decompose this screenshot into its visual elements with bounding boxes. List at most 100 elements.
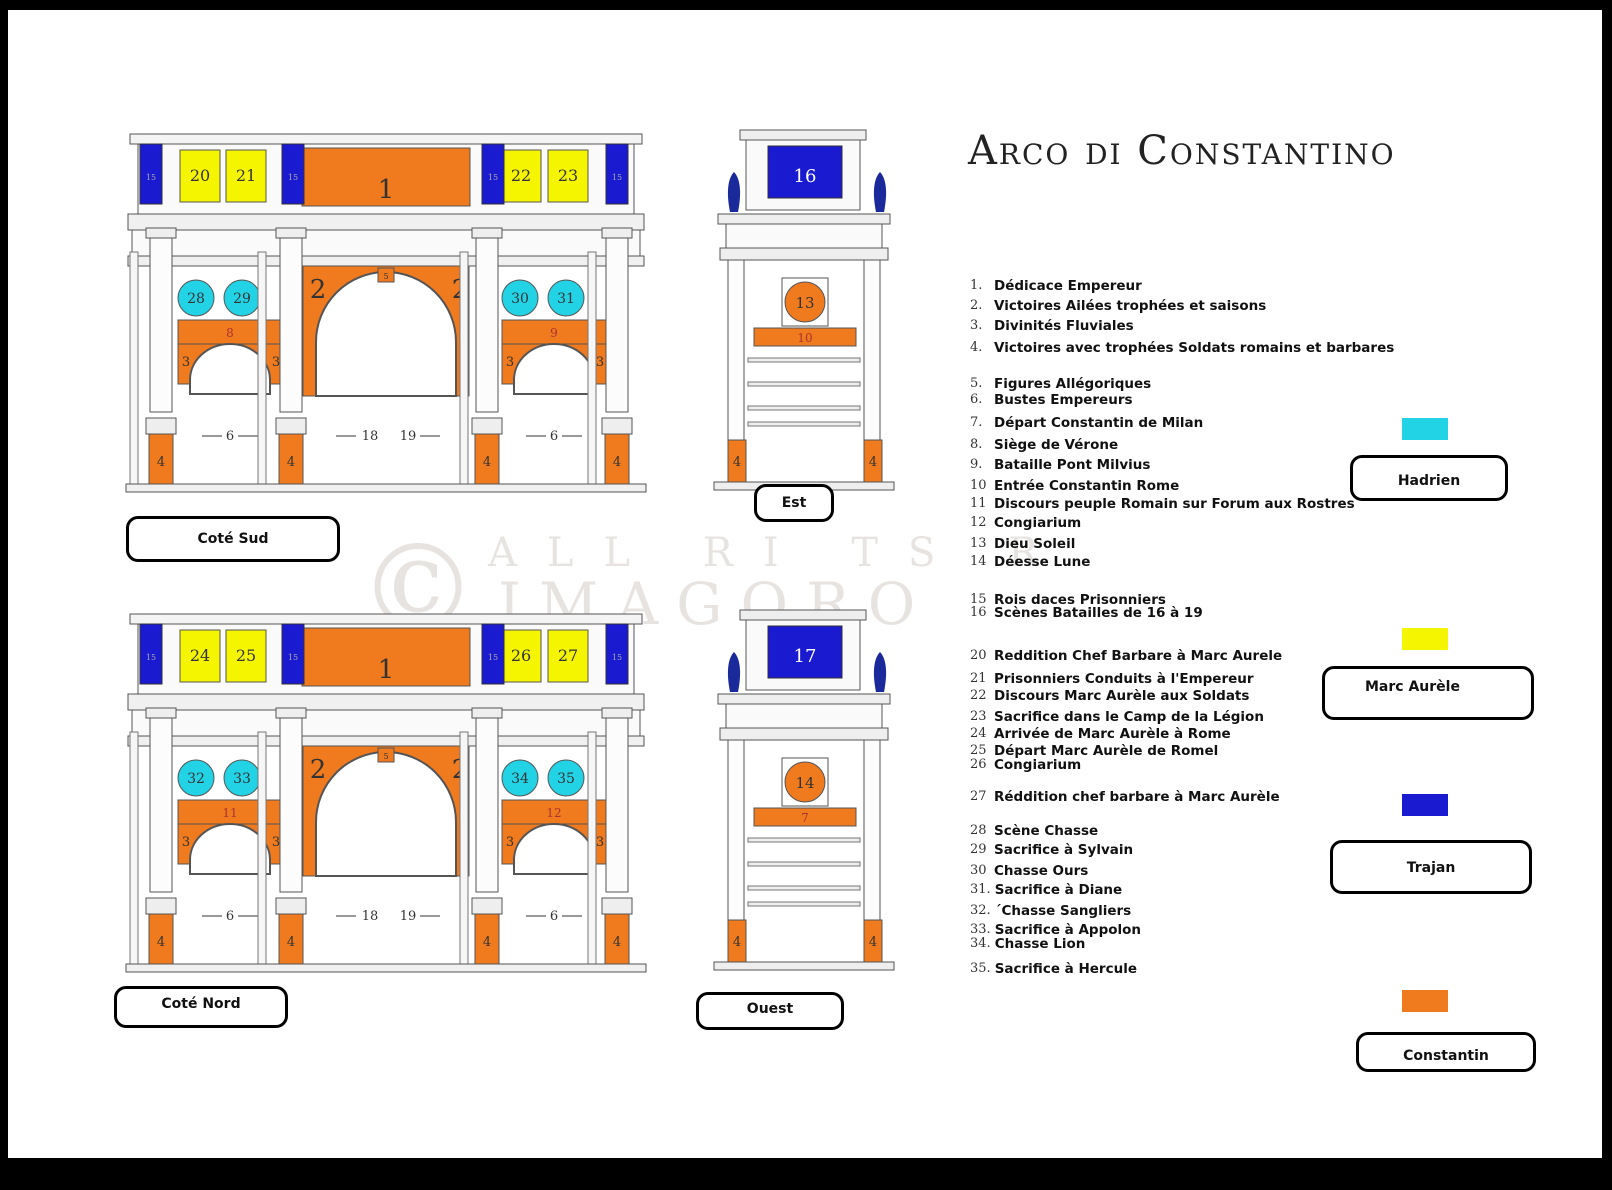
legend-text: Divinités Fluviales: [994, 318, 1134, 334]
label-4: 4: [613, 455, 621, 470]
column-base: [145, 897, 177, 915]
column: [863, 259, 881, 441]
column-capital: [145, 227, 177, 239]
roundel-number: 33: [233, 771, 251, 787]
roundel-number: 28: [187, 291, 205, 307]
cornice-low: [719, 247, 889, 261]
column-base: [471, 417, 503, 435]
frieze-number: 10: [797, 331, 812, 345]
column: [279, 711, 303, 893]
legend-number: 10: [970, 478, 987, 493]
label-1: 1: [378, 175, 395, 205]
roundel-number: 30: [511, 291, 529, 307]
legend-text: Départ Marc Aurèle de Romel: [994, 743, 1219, 759]
statue: [727, 652, 741, 692]
facade-south: 1202122231515151522528298336303193364444…: [125, 133, 647, 493]
legend-number: 30: [970, 863, 987, 878]
legend-number: 35.: [970, 961, 991, 976]
facade-north: 1242526271515151522532331133634351233644…: [125, 613, 647, 973]
label-5: 5: [383, 272, 388, 281]
roundel-number: 14: [795, 774, 814, 792]
label-4: 4: [157, 455, 165, 470]
legend-number: 33.: [970, 922, 991, 937]
statue: [873, 172, 887, 212]
legend-number: 20: [970, 648, 987, 663]
label-4: 4: [483, 455, 491, 470]
attic-relief: [179, 149, 221, 203]
legend-number: 13: [970, 536, 987, 551]
keystone: [377, 747, 395, 763]
label-est: Est: [754, 484, 834, 522]
label-cote-nord: Coté Nord: [114, 986, 288, 1028]
roundel-number: 34: [511, 771, 529, 787]
legend-number: 32.: [970, 903, 991, 918]
pedestal-relief: [148, 433, 174, 485]
label-4: 4: [613, 935, 621, 950]
label-constantin: Constantin: [1356, 1032, 1536, 1072]
legend-text: Figures Allégoriques: [994, 376, 1152, 392]
roundel-number: 32: [187, 771, 205, 787]
label-4: 4: [733, 935, 741, 950]
attic-relief-number: 23: [558, 166, 578, 185]
roundel-number: 13: [795, 294, 814, 312]
legend-text: Déesse Lune: [994, 554, 1091, 570]
legend-number: 34.: [970, 936, 991, 951]
label-4: 4: [287, 935, 295, 950]
frieze-number: 8: [226, 326, 234, 340]
entablature: [131, 229, 641, 257]
base-line: [125, 483, 647, 493]
legend-text: Arrivée de Marc Aurèle à Rome: [994, 726, 1231, 742]
label-3: 3: [272, 355, 280, 370]
entablature: [725, 703, 883, 729]
roundel-number: 31: [557, 291, 575, 307]
column: [605, 231, 629, 413]
frieze-number: 7: [801, 811, 809, 825]
attic-relief: [767, 145, 843, 199]
column-capital: [601, 707, 633, 719]
legend-text: Discours peuple Romain sur Forum aux Ros…: [994, 496, 1355, 512]
legend-item: 3. Divinités Fluviales: [970, 318, 1134, 334]
label-15: 15: [488, 653, 498, 662]
legend-number: 12: [970, 515, 987, 530]
legend-item: 33.Sacrifice à Appolon: [970, 922, 1141, 938]
label-4: 4: [733, 455, 741, 470]
column: [149, 231, 173, 413]
pier-edge: [129, 731, 139, 965]
label-3: 3: [182, 835, 190, 850]
swatch-constantin: [1402, 990, 1448, 1012]
roundel: [784, 761, 826, 803]
label-2: 2: [310, 755, 327, 785]
legend-text: Réddition chef barbare à Marc Aurèle: [994, 789, 1280, 805]
legend-item: 5. Figures Allégoriques: [970, 376, 1151, 392]
roundel-number: 29: [233, 291, 251, 307]
entablature: [725, 223, 883, 249]
label-ouest: Ouest: [696, 992, 844, 1030]
legend-item: 6.Bustes Empereurs: [970, 392, 1133, 408]
legend-item: 1.Dédicace Empereur: [970, 278, 1142, 294]
moulding: [747, 901, 861, 907]
attic-relief: [225, 629, 267, 683]
legend-text: Reddition Chef Barbare à Marc Aurele: [994, 648, 1283, 664]
legend-text: Départ Constantin de Milan: [994, 415, 1204, 431]
column: [727, 259, 745, 441]
attic-relief-number: 25: [236, 646, 256, 665]
legend-number: 5.: [970, 376, 983, 391]
label-3: 3: [506, 355, 514, 370]
attic-relief-number: 16: [794, 166, 817, 187]
legend-text: Sacrifice dans le Camp de la Légion: [994, 709, 1264, 725]
attic-relief: [500, 629, 542, 683]
side-arch: [189, 343, 271, 395]
legend-text: Sacrifice à Hercule: [994, 961, 1137, 977]
swatch-marc-aurele: [1402, 628, 1448, 650]
legend-number: 3.: [970, 318, 983, 333]
roundel: [547, 279, 585, 317]
